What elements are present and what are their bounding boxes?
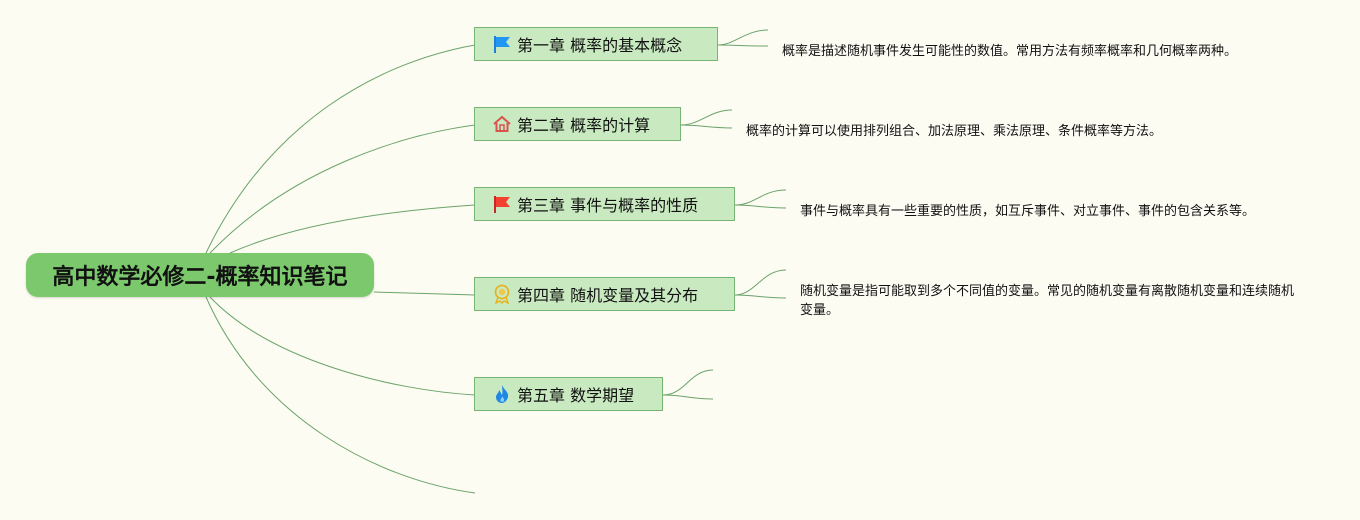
branch-line-1	[205, 44, 476, 254]
blue-flag-icon	[491, 33, 513, 55]
branch-line-5	[209, 296, 476, 396]
chapter-4-topic[interactable]: 第四章 随机变量及其分布	[474, 277, 735, 311]
branch-line-3	[229, 204, 476, 254]
root-topic[interactable]: 高中数学必修二-概率知识笔记	[26, 253, 374, 297]
award-badge-icon	[491, 283, 513, 305]
chapter-4-note: 随机变量是指可能取到多个不同值的变量。常见的随机变量有离散随机变量和连续随机变量…	[800, 284, 1295, 318]
note-line-3a	[734, 189, 787, 206]
red-flag-icon	[491, 193, 513, 215]
chapter-1-topic[interactable]: 第一章 概率的基本概念	[474, 27, 718, 61]
note-line-2a	[680, 109, 733, 126]
note-line-2b	[680, 124, 733, 129]
chapter-3-note: 事件与概率具有一些重要的性质，如互斥事件、对立事件、事件的包含关系等。	[800, 204, 1256, 219]
chapter-5-topic[interactable]: 第五章 数学期望	[474, 377, 663, 411]
chapter-2-topic[interactable]: 第二章 概率的计算	[474, 107, 681, 141]
note-line-4b	[734, 294, 787, 299]
chapter-3-title: 第三章 事件与概率的性质	[517, 196, 699, 215]
note-line-5a	[662, 369, 714, 396]
branch-line-4	[373, 291, 476, 296]
chapter-2-title: 第二章 概率的计算	[517, 116, 651, 135]
note-line-1b	[717, 44, 769, 47]
branch-line-2	[209, 124, 476, 254]
chapter-3-topic[interactable]: 第三章 事件与概率的性质	[474, 187, 735, 221]
note-line-5b	[662, 394, 714, 400]
flame-icon	[491, 383, 513, 405]
chapter-5-title: 第五章 数学期望	[517, 386, 635, 405]
chapter-4-title: 第四章 随机变量及其分布	[517, 286, 699, 305]
chapter-1-title: 第一章 概率的基本概念	[517, 36, 683, 55]
branch-line-6	[205, 296, 476, 494]
note-line-4a	[734, 269, 787, 296]
house-icon	[491, 113, 513, 135]
note-line-1a	[717, 29, 769, 46]
chapter-1-note: 概率是描述随机事件发生可能性的数值。常用方法有频率概率和几何概率两种。	[782, 44, 1238, 59]
note-line-3b	[734, 204, 787, 209]
chapter-2-note: 概率的计算可以使用排列组合、加法原理、乘法原理、条件概率等方法。	[746, 124, 1163, 139]
